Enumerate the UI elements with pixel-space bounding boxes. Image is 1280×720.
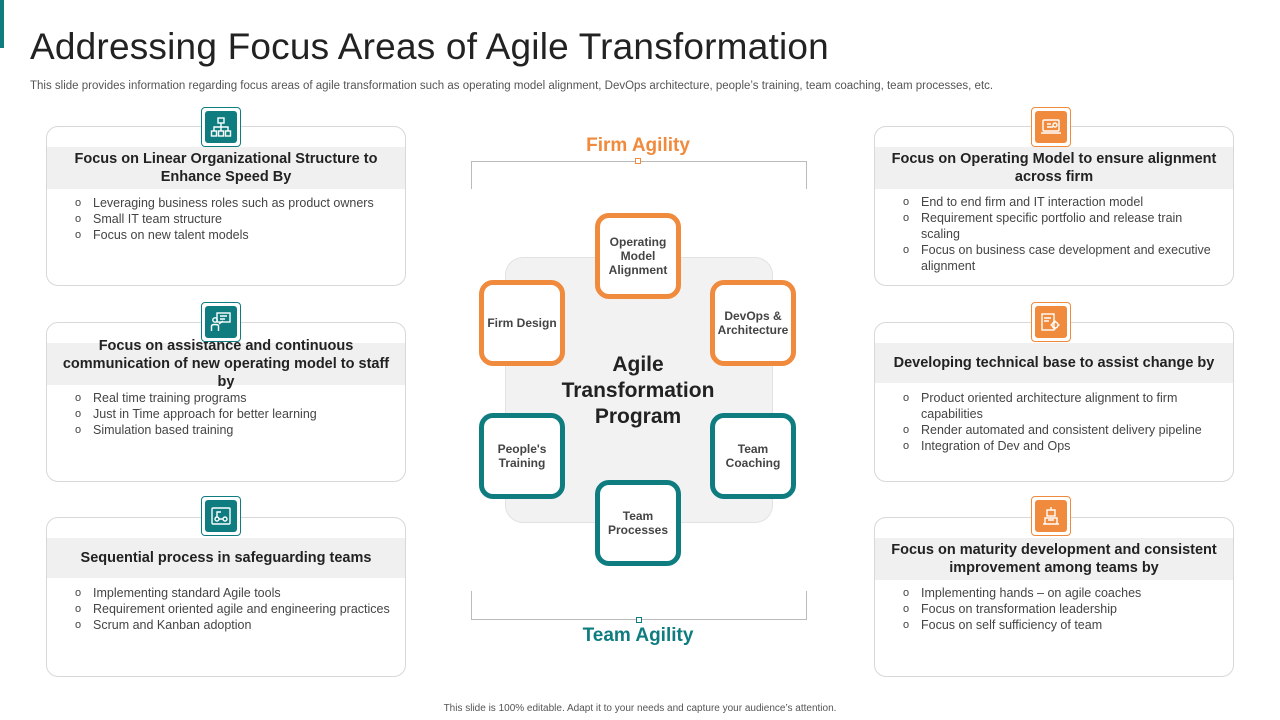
card-bullet: Requirement specific portfolio and relea… (903, 210, 1223, 242)
card-bullet: Focus on business case development and e… (903, 242, 1223, 274)
card-bullet: End to end firm and IT interaction model (903, 194, 1223, 210)
firm-agility-label: Firm Agility (586, 135, 690, 156)
card-bullet: Simulation based training (75, 422, 395, 438)
card-bullet: Requirement oriented agile and engineeri… (75, 601, 395, 617)
node-devops-architecture: DevOps & Architecture (710, 280, 796, 366)
footer-note: This slide is 100% editable. Adapt it to… (443, 703, 837, 714)
firm-agility-bracket (471, 161, 807, 189)
node-team-processes: Team Processes (595, 480, 681, 566)
technical-base-gear-icon (1031, 302, 1071, 342)
node-peoples-training: People's Training (479, 413, 565, 499)
operating-model-icon (1031, 107, 1071, 147)
card-bullet-list: Implementing standard Agile tools Requir… (75, 585, 395, 633)
team-agility-connector (636, 617, 642, 623)
focus-card-technical-base: Developing technical base to assist chan… (874, 322, 1234, 482)
card-bullet-list: Real time training programs Just in Time… (75, 390, 395, 438)
page-subtitle: This slide provides information regardin… (30, 80, 994, 92)
card-bullet-list: End to end firm and IT interaction model… (903, 194, 1223, 274)
card-bullet: Scrum and Kanban adoption (75, 617, 395, 633)
card-heading: Focus on assistance and continuous commu… (47, 338, 405, 390)
card-bullet: Integration of Dev and Ops (903, 438, 1223, 454)
card-bullet: Focus on new talent models (75, 227, 395, 243)
team-agility-label: Team Agility (582, 625, 694, 646)
focus-card-operating-model: Focus on Operating Model to ensure align… (874, 126, 1234, 286)
card-bullet-list: Leveraging business roles such as produc… (75, 195, 395, 243)
card-bullet: Real time training programs (75, 390, 395, 406)
card-bullet: Just in Time approach for better learnin… (75, 406, 395, 422)
card-heading: Focus on Operating Model to ensure align… (875, 147, 1233, 189)
card-bullet: Small IT team structure (75, 211, 395, 227)
card-bullet-list: Implementing hands – on agile coaches Fo… (903, 585, 1223, 633)
process-flow-icon (201, 496, 241, 536)
card-bullet: Render automated and consistent delivery… (903, 422, 1223, 438)
focus-card-org-structure: Focus on Linear Organizational Structure… (46, 126, 406, 286)
card-bullet: Leveraging business roles such as produc… (75, 195, 395, 211)
card-heading: Focus on Linear Organizational Structure… (47, 147, 405, 189)
maturity-development-icon (1031, 496, 1071, 536)
training-presentation-icon (201, 302, 241, 342)
card-bullet: Focus on transformation leadership (903, 601, 1223, 617)
node-firm-design: Firm Design (479, 280, 565, 366)
page-title: Addressing Focus Areas of Agile Transfor… (30, 26, 829, 67)
team-agility-bracket (471, 591, 807, 620)
card-bullet: Implementing standard Agile tools (75, 585, 395, 601)
org-structure-icon (201, 107, 241, 147)
card-bullet: Implementing hands – on agile coaches (903, 585, 1223, 601)
card-heading: Sequential process in safeguarding teams (47, 538, 405, 578)
card-heading: Developing technical base to assist chan… (875, 343, 1233, 383)
card-bullet-list: Product oriented architecture alignment … (903, 390, 1223, 454)
focus-card-assistance: Focus on assistance and continuous commu… (46, 322, 406, 482)
node-operating-model-alignment: Operating Model Alignment (595, 213, 681, 299)
node-team-coaching: Team Coaching (710, 413, 796, 499)
accent-bar (0, 0, 4, 48)
firm-agility-connector (635, 158, 641, 164)
card-bullet: Product oriented architecture alignment … (903, 390, 1223, 422)
program-title: Agile Transformation Program (561, 353, 715, 428)
focus-card-maturity: Focus on maturity development and consis… (874, 517, 1234, 677)
card-bullet: Focus on self sufficiency of team (903, 617, 1223, 633)
card-heading: Focus on maturity development and consis… (875, 538, 1233, 580)
focus-card-sequential: Sequential process in safeguarding teams… (46, 517, 406, 677)
